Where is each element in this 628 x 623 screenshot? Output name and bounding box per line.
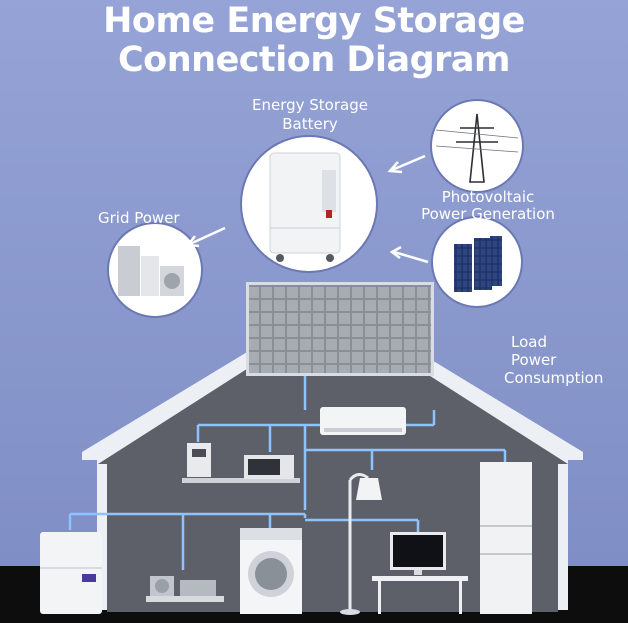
energy-storage-label-line-2: Battery	[282, 115, 338, 133]
photovoltaic-label-line-1: Photovoltaic	[441, 188, 535, 206]
page-title-line-2: Connection Diagram	[118, 40, 511, 80]
storage-battery-circle	[240, 135, 378, 273]
floor-lamp	[340, 473, 382, 615]
house	[82, 300, 583, 612]
page-title-line-1: Home Energy Storage	[103, 1, 525, 41]
transmission-tower-circle	[430, 99, 524, 193]
load-label-line-1: Load	[511, 333, 547, 351]
air-conditioner	[320, 407, 406, 435]
grid-power-label: Grid Power	[98, 209, 180, 227]
photovoltaic-label-line-2: Power Generation	[421, 205, 555, 223]
battery-unit	[40, 532, 102, 614]
energy-storage-label-line-1: Energy Storage	[252, 96, 368, 114]
tv-table	[372, 532, 468, 614]
water-pump	[146, 576, 224, 602]
refrigerator	[480, 462, 532, 614]
load-label-line-2: Power	[511, 351, 557, 369]
grid-power-circle	[107, 222, 203, 318]
roof-solar-panel	[246, 282, 434, 376]
kitchen-shelf	[182, 443, 300, 483]
arrows	[185, 154, 429, 264]
washing-machine	[240, 528, 302, 614]
solar-panels-circle	[431, 216, 523, 308]
load-label-line-3: Consumption	[504, 369, 604, 387]
